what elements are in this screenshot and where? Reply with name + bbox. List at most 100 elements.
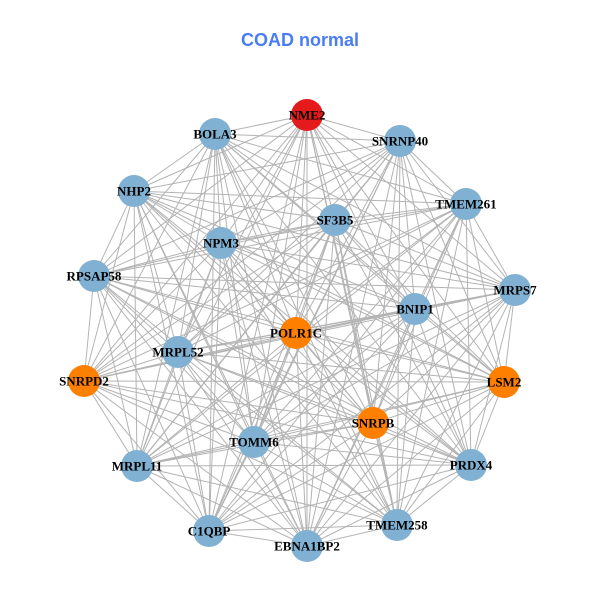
edge-POLR1C-EBNA1BP2 xyxy=(295,332,308,547)
edge-SNRPD2-SNRPB xyxy=(83,380,374,424)
edge-SNRPB-PRDX4 xyxy=(372,422,472,466)
node-circle[interactable] xyxy=(118,175,150,207)
node-circle[interactable] xyxy=(381,509,413,541)
node-circle[interactable] xyxy=(357,407,389,439)
node-circle[interactable] xyxy=(193,515,225,547)
node-circle[interactable] xyxy=(78,260,110,292)
node-TMEM258[interactable]: TMEM258 xyxy=(366,509,428,541)
node-label: TOMM6 xyxy=(229,435,279,450)
node-TMEM261[interactable]: TMEM261 xyxy=(435,188,497,220)
edge-MRPL11-TMEM258 xyxy=(136,465,398,526)
node-label: SNRNP40 xyxy=(372,134,428,149)
node-PRDX4[interactable]: PRDX4 xyxy=(450,449,493,481)
edge-TOMM6-PRDX4 xyxy=(253,441,472,466)
edge-NPM3-MRPS7 xyxy=(220,242,516,291)
node-circle[interactable] xyxy=(121,450,153,482)
edge-NME2-LSM2 xyxy=(306,114,505,383)
edge-NME2-TMEM261 xyxy=(306,114,467,205)
edge-NHP2-SNRPB xyxy=(133,190,374,424)
edge-SNRPD2-LSM2 xyxy=(83,380,505,383)
node-circle[interactable] xyxy=(68,365,100,397)
edge-BNIP1-C1QBP xyxy=(208,308,416,532)
node-C1QBP[interactable]: C1QBP xyxy=(188,515,231,547)
node-circle[interactable] xyxy=(488,366,520,398)
edge-BNIP1-SNRPB xyxy=(372,308,416,424)
edge-SF3B5-NPM3 xyxy=(220,219,336,244)
node-circle[interactable] xyxy=(199,118,231,150)
node-SF3B5[interactable]: SF3B5 xyxy=(317,204,354,236)
edge-SNRPD2-TMEM258 xyxy=(83,380,398,526)
node-EBNA1BP2[interactable]: EBNA1BP2 xyxy=(274,530,340,562)
node-LSM2[interactable]: LSM2 xyxy=(487,366,522,398)
edge-TOMM6-EBNA1BP2 xyxy=(253,441,308,547)
edge-POLR1C-TMEM258 xyxy=(295,332,398,526)
node-MRPS7[interactable]: MRPS7 xyxy=(493,274,537,306)
edge-BNIP1-TOMM6 xyxy=(253,308,416,443)
node-BNIP1[interactable]: BNIP1 xyxy=(396,293,434,325)
node-SNRPB[interactable]: SNRPB xyxy=(352,407,395,439)
edge-SNRPD2-PRDX4 xyxy=(83,380,472,466)
node-circle[interactable] xyxy=(319,204,351,236)
edge-MRPS7-EBNA1BP2 xyxy=(306,289,516,547)
node-circle[interactable] xyxy=(291,99,323,131)
node-circle[interactable] xyxy=(162,336,194,368)
edge-SF3B5-EBNA1BP2 xyxy=(306,219,336,547)
node-MRPL11[interactable]: MRPL11 xyxy=(112,450,163,482)
node-circle[interactable] xyxy=(280,317,312,349)
edge-RPSAP58-EBNA1BP2 xyxy=(93,275,308,547)
edge-BOLA3-C1QBP xyxy=(208,133,216,532)
edge-RPSAP58-BNIP1 xyxy=(93,275,416,310)
edge-SNRNP40-NHP2 xyxy=(133,140,401,192)
edge-MRPL52-LSM2 xyxy=(177,351,505,383)
edge-BOLA3-LSM2 xyxy=(214,133,505,383)
node-RPSAP58[interactable]: RPSAP58 xyxy=(67,260,122,292)
node-label: BOLA3 xyxy=(193,127,237,142)
edge-SNRPD2-TOMM6 xyxy=(83,380,255,443)
edge-POLR1C-MRPL11 xyxy=(136,332,297,467)
edge-SNRNP40-POLR1C xyxy=(295,140,401,334)
edge-SNRNP40-RPSAP58 xyxy=(93,140,401,277)
edge-MRPL52-C1QBP xyxy=(177,351,210,532)
edge-BNIP1-TMEM258 xyxy=(396,308,416,526)
node-label: MRPS7 xyxy=(493,283,537,298)
edge-POLR1C-PRDX4 xyxy=(295,332,472,466)
node-circle[interactable] xyxy=(238,426,270,458)
edge-NPM3-LSM2 xyxy=(220,242,505,383)
node-POLR1C[interactable]: POLR1C xyxy=(270,317,322,349)
edge-BOLA3-TMEM261 xyxy=(214,133,467,205)
edge-BOLA3-EBNA1BP2 xyxy=(214,133,308,547)
node-circle[interactable] xyxy=(399,293,431,325)
edge-SF3B5-SNRPD2 xyxy=(83,219,336,382)
edge-NPM3-PRDX4 xyxy=(220,242,472,466)
edge-RPSAP58-PRDX4 xyxy=(93,275,472,466)
edge-NME2-MRPS7 xyxy=(306,114,516,291)
node-NME2[interactable]: NME2 xyxy=(289,99,326,131)
edge-SF3B5-C1QBP xyxy=(208,219,336,532)
node-circle[interactable] xyxy=(455,449,487,481)
node-label: NME2 xyxy=(289,108,326,123)
node-SNRNP40[interactable]: SNRNP40 xyxy=(372,125,428,157)
edge-POLR1C-MRPL52 xyxy=(177,332,297,353)
node-NHP2[interactable]: NHP2 xyxy=(117,175,151,207)
edge-RPSAP58-TMEM258 xyxy=(93,275,398,526)
node-circle[interactable] xyxy=(384,125,416,157)
node-circle[interactable] xyxy=(205,227,237,259)
node-label: POLR1C xyxy=(270,326,322,341)
node-MRPL52[interactable]: MRPL52 xyxy=(152,336,204,368)
node-SNRPD2[interactable]: SNRPD2 xyxy=(59,365,109,397)
edge-RPSAP58-MRPS7 xyxy=(93,275,516,291)
edge-POLR1C-SNRPB xyxy=(295,332,374,424)
edge-NME2-NPM3 xyxy=(220,114,308,244)
edge-BNIP1-LSM2 xyxy=(414,308,505,383)
node-circle[interactable] xyxy=(499,274,531,306)
node-label: BNIP1 xyxy=(396,302,434,317)
node-NPM3[interactable]: NPM3 xyxy=(203,227,240,259)
node-circle[interactable] xyxy=(291,530,323,562)
node-circle[interactable] xyxy=(450,188,482,220)
edge-TMEM261-MRPS7 xyxy=(465,203,516,291)
node-label: EBNA1BP2 xyxy=(274,539,340,554)
node-BOLA3[interactable]: BOLA3 xyxy=(193,118,237,150)
node-label: MRPL52 xyxy=(152,345,203,360)
node-TOMM6[interactable]: TOMM6 xyxy=(229,426,279,458)
